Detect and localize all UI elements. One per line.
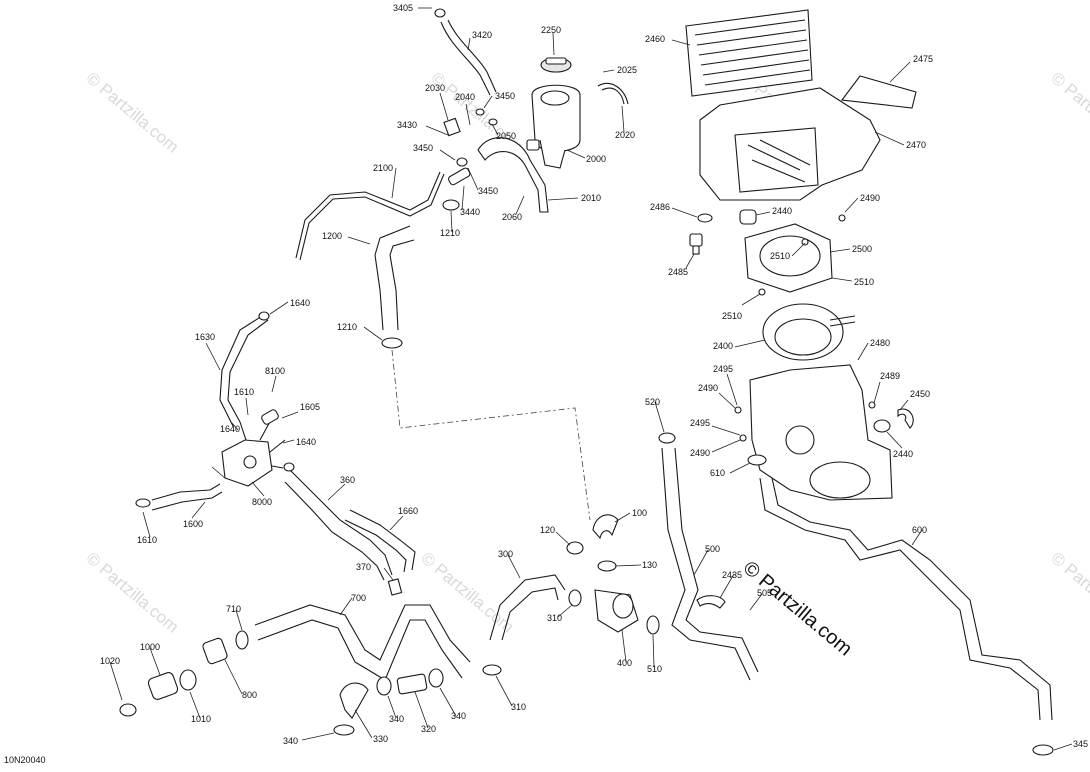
callout-label: 610 bbox=[710, 468, 725, 478]
callout-label: 500 bbox=[705, 544, 720, 554]
callout-label: 340 bbox=[389, 714, 404, 724]
part-drawings bbox=[119, 8, 1054, 756]
callout-label: 345 bbox=[1073, 739, 1088, 749]
callout-label: 1640 bbox=[220, 424, 240, 434]
callout-label: 2400 bbox=[713, 341, 733, 351]
callout-label: 1630 bbox=[195, 332, 215, 342]
callout-label: 2470 bbox=[906, 140, 926, 150]
callout-label: 520 bbox=[645, 397, 660, 407]
callout-label: 2475 bbox=[913, 54, 933, 64]
callout-label: 120 bbox=[540, 525, 555, 535]
callout-label: 2460 bbox=[645, 34, 665, 44]
callout-label: 340 bbox=[283, 736, 298, 746]
callout-label: 2030 bbox=[425, 83, 445, 93]
watermark-text: © Partzilla.com bbox=[1047, 549, 1090, 637]
watermark-text: © Partzilla.com bbox=[417, 549, 517, 637]
watermark-text: © Partzilla.com bbox=[1047, 69, 1090, 157]
callout-label: 505 bbox=[757, 588, 772, 598]
callout-label: 2486 bbox=[650, 202, 670, 212]
part-callouts: 3405 3420 2250 2460 2475 2030 2040 3450 … bbox=[100, 3, 1088, 749]
callout-label: 320 bbox=[421, 724, 436, 734]
callout-label: 800 bbox=[242, 690, 257, 700]
callout-label: 2495 bbox=[713, 364, 733, 374]
callout-label: 8100 bbox=[265, 366, 285, 376]
callout-label: 2490 bbox=[860, 193, 880, 203]
callout-label: 2450 bbox=[910, 389, 930, 399]
callout-label: 2025 bbox=[617, 65, 637, 75]
callout-label: 1610 bbox=[137, 535, 157, 545]
callout-label: 510 bbox=[647, 664, 662, 674]
callout-label: 100 bbox=[632, 508, 647, 518]
callout-label: 310 bbox=[547, 613, 562, 623]
callout-label: 310 bbox=[511, 702, 526, 712]
callout-label: 2510 bbox=[854, 277, 874, 287]
callout-label: 3430 bbox=[397, 120, 417, 130]
callout-label: 1605 bbox=[300, 402, 320, 412]
callout-label: 340 bbox=[451, 711, 466, 721]
callout-label: 2100 bbox=[373, 163, 393, 173]
callout-label: 2020 bbox=[615, 130, 635, 140]
callout-label: 300 bbox=[498, 549, 513, 559]
callout-label: 2500 bbox=[852, 244, 872, 254]
callout-label: 2440 bbox=[772, 206, 792, 216]
callout-label: 1200 bbox=[322, 231, 342, 241]
partzilla-watermark: © Partzilla.com bbox=[739, 557, 856, 660]
callout-label: 360 bbox=[340, 475, 355, 485]
watermark-text: © Partzilla.com bbox=[82, 69, 182, 157]
callout-label: 1640 bbox=[290, 298, 310, 308]
callout-label: 2480 bbox=[870, 338, 890, 348]
callout-label: 1210 bbox=[337, 322, 357, 332]
callout-label: 2050 bbox=[496, 131, 516, 141]
callout-label: 2495 bbox=[690, 418, 710, 428]
callout-label: 3450 bbox=[478, 186, 498, 196]
callout-label: 3420 bbox=[472, 30, 492, 40]
callout-label: 700 bbox=[351, 593, 366, 603]
callout-label: 330 bbox=[373, 734, 388, 744]
callout-label: 130 bbox=[642, 560, 657, 570]
callout-label: 1640 bbox=[296, 437, 316, 447]
callout-label: 2040 bbox=[455, 92, 475, 102]
callout-label: 370 bbox=[356, 562, 371, 572]
callout-label: 2510 bbox=[770, 251, 790, 261]
callout-label: 2250 bbox=[541, 25, 561, 35]
callout-label: 2490 bbox=[698, 383, 718, 393]
watermark-text: © Partzilla.com bbox=[82, 549, 182, 637]
callout-label: 3405 bbox=[393, 3, 413, 13]
callout-label: 3450 bbox=[413, 143, 433, 153]
callout-label: 1000 bbox=[140, 642, 160, 652]
callout-label: 1210 bbox=[440, 228, 460, 238]
callout-label: 8000 bbox=[252, 497, 272, 507]
callout-label: 2510 bbox=[722, 311, 742, 321]
callout-label: 2440 bbox=[893, 449, 913, 459]
callout-label: 2490 bbox=[690, 448, 710, 458]
callout-label: 3440 bbox=[460, 207, 480, 217]
callout-label: 2010 bbox=[581, 193, 601, 203]
callout-label: 3450 bbox=[495, 91, 515, 101]
callout-label: 1010 bbox=[191, 714, 211, 724]
callout-label: 1610 bbox=[234, 387, 254, 397]
callout-label: 2060 bbox=[502, 212, 522, 222]
callout-label: 1020 bbox=[100, 656, 120, 666]
callout-label: 1600 bbox=[183, 519, 203, 529]
callout-label: 710 bbox=[226, 604, 241, 614]
callout-label: 1660 bbox=[398, 506, 418, 516]
callout-label: 2489 bbox=[880, 371, 900, 381]
callout-label: 600 bbox=[912, 525, 927, 535]
callout-label: 400 bbox=[617, 658, 632, 668]
callout-label: 2000 bbox=[586, 154, 606, 164]
callout-label: 2435 bbox=[722, 570, 742, 580]
diagram-code: 10N20040 bbox=[4, 755, 46, 765]
callout-label: 2485 bbox=[668, 267, 688, 277]
leader-lines bbox=[109, 7, 1073, 751]
